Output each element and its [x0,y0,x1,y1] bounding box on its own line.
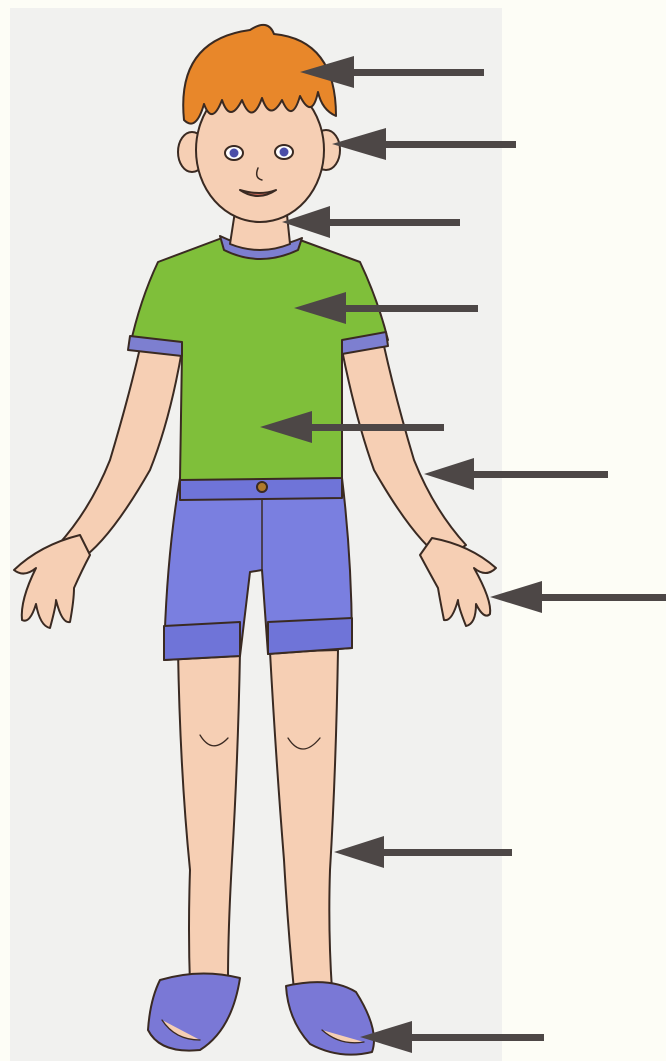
left-iris [230,149,239,158]
arrow-fingers [490,581,666,613]
shorts-cuff-left [164,622,240,660]
right-iris [280,148,289,157]
shorts-button [257,482,267,492]
shorts-cuff-right [268,618,352,654]
